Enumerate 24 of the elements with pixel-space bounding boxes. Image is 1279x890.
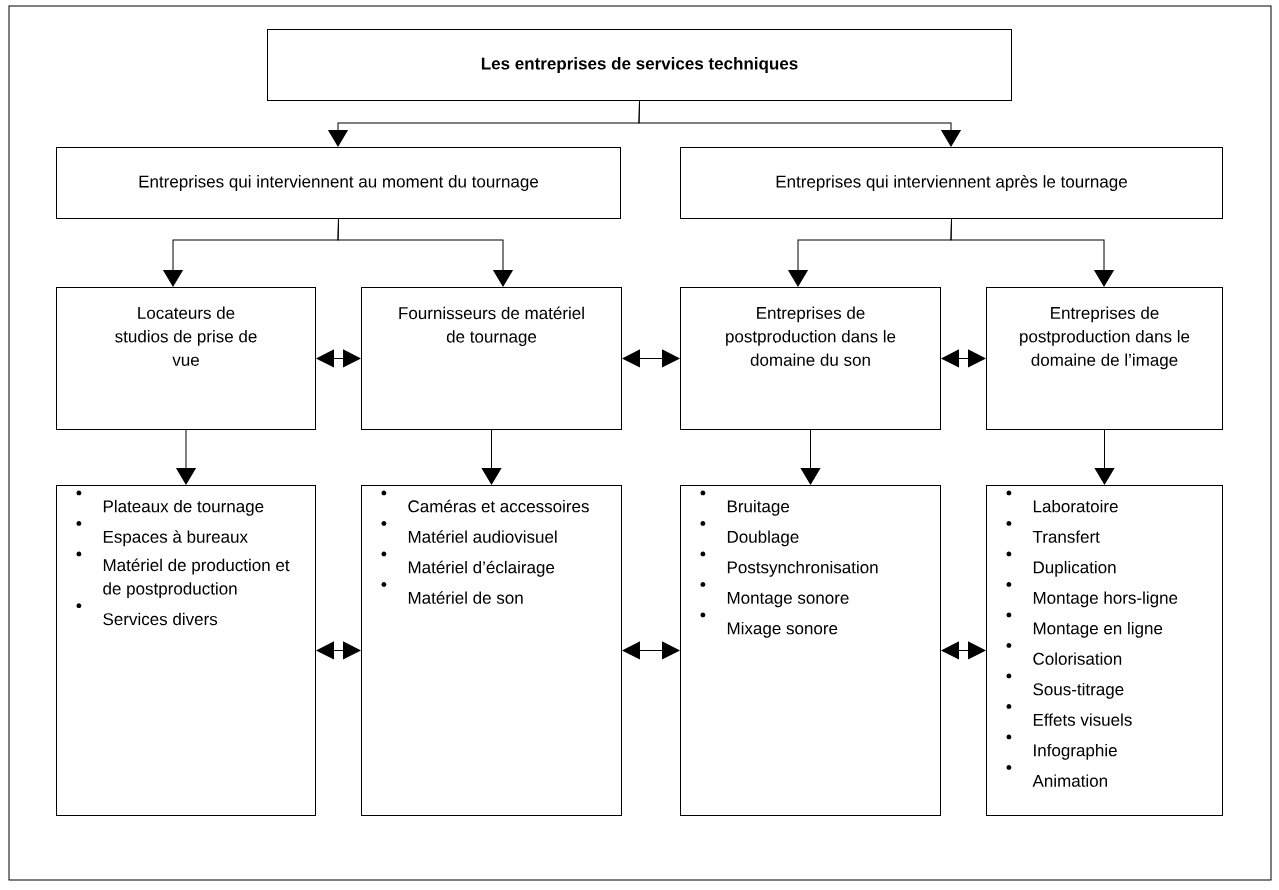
arrow <box>337 218 513 287</box>
list-box: Plateaux de tournage Espaces à bureaux Matériel de production et de postproduction Services divers <box>56 485 316 816</box>
double-arrow <box>622 349 680 368</box>
list-box: Bruitage Doublage Postsynchronisation Montage sonore Mixage sonore <box>680 485 941 816</box>
category-box: Locateurs de studios de prise de vue <box>56 287 316 430</box>
category-box: Entreprises de postproduction dans le domaine du son <box>680 287 941 430</box>
arrow <box>800 429 821 485</box>
arrow <box>1094 429 1115 485</box>
double-arrow <box>941 349 986 368</box>
category-box: Entreprises qui interviennent au moment du tournage <box>56 147 621 219</box>
double-arrow <box>316 641 361 660</box>
category-box: Fournisseurs de matériel de tournage <box>361 287 622 430</box>
double-arrow <box>316 349 361 368</box>
arrow <box>481 429 502 485</box>
title-box: Les entreprises de services techniques <box>267 29 1012 101</box>
arrow <box>176 429 196 485</box>
list-box: Caméras et accessoires Matériel audiovisuel Matériel d’éclairage Matériel de son <box>361 485 622 816</box>
list-box: Laboratoire Transfert Duplication Montage hors-ligne Montage en ligne Colorisation Sous-titrage Effets visuels Infographie Animation <box>986 485 1223 816</box>
arrow <box>950 218 1114 287</box>
arrow <box>638 100 961 147</box>
double-arrow <box>941 641 986 660</box>
double-arrow <box>622 641 680 660</box>
category-box: Entreprises qui interviennent après le tournage <box>680 147 1223 219</box>
category-box: Entreprises de postproduction dans le domaine de l’image <box>986 287 1223 430</box>
